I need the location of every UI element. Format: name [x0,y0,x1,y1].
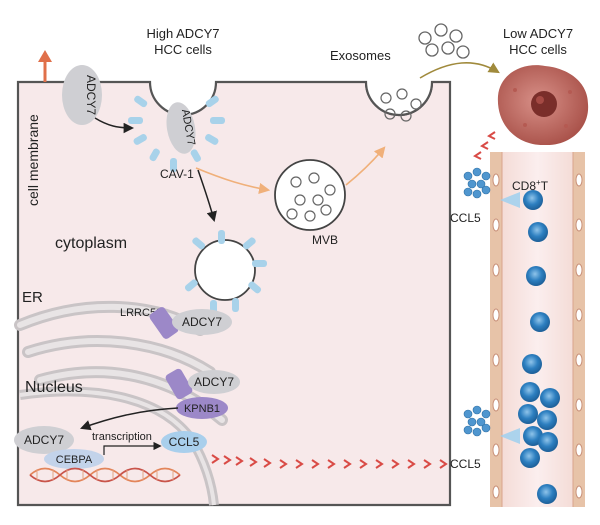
cytoplasm-label: cytoplasm [55,235,127,252]
adcy7-nucleus-oval: ADCY7 [14,426,74,454]
adcy7-caveola-oval: ADCY7 [166,102,197,154]
caveola-vesicle [128,95,225,172]
chemokine-icon [463,167,491,199]
adcy7-membrane-oval: ADCY7 [62,65,102,125]
svg-text:ADCY7: ADCY7 [24,433,64,447]
adcy7-er-oval: ADCY7 [172,309,232,335]
svg-text:ADCY7: ADCY7 [194,375,234,389]
svg-text:CEBPA: CEBPA [56,454,93,466]
svg-text:CCL5: CCL5 [169,435,200,449]
kpnb1-block-top [165,368,193,400]
nucleus-label: Nucleus [25,379,83,396]
exosome-budding-vesicle [364,81,434,122]
adcy7-nuclear-oval: ADCY7 [188,370,240,394]
svg-text:ADCY7: ADCY7 [84,75,98,115]
ccl5-upper-label: CCL5 [450,211,481,225]
cebpa-oval: CEBPA [44,449,104,469]
ccl5-lower-label: CCL5 [450,457,481,471]
cell-membrane-label: cell membrane [25,114,41,206]
attraction-wedges [500,192,520,444]
mvb-body [274,159,346,231]
mvb-label: MVB [312,233,338,247]
exosome-icon [418,23,470,59]
high-adcy7-title-line2: HCC cells [154,42,212,57]
up-arrow-icon [38,50,52,82]
kpnb1-oval: KPNB1 [176,397,228,419]
cd8-t-cell-icon [518,190,560,504]
transcription-label: transcription [92,431,152,443]
exosomes-label: Exosomes [330,48,391,63]
low-adcy7-title-line1: Low ADCY7 [503,26,573,41]
ccl5-oval: CCL5 [161,431,207,453]
low-adcy7-title-line2: HCC cells [509,42,567,57]
cd8t-label: CD8+T [512,178,549,193]
cytoplasmic-vesicle [184,230,267,314]
tumor-chevrons [473,131,496,160]
svg-text:ADCY7: ADCY7 [182,315,222,329]
er-label: ER [22,289,43,306]
chemokine-cluster-lower [463,405,491,437]
cav1-label: CAV-1 [160,167,194,181]
tumor-cell-icon [497,65,589,146]
svg-text:KPNB1: KPNB1 [184,403,220,415]
lrrc59-block [149,307,179,339]
dna-helix-icon [29,467,181,483]
high-adcy7-title-line1: High ADCY7 [147,26,220,41]
ccl5-secretion-chevrons [211,454,448,469]
